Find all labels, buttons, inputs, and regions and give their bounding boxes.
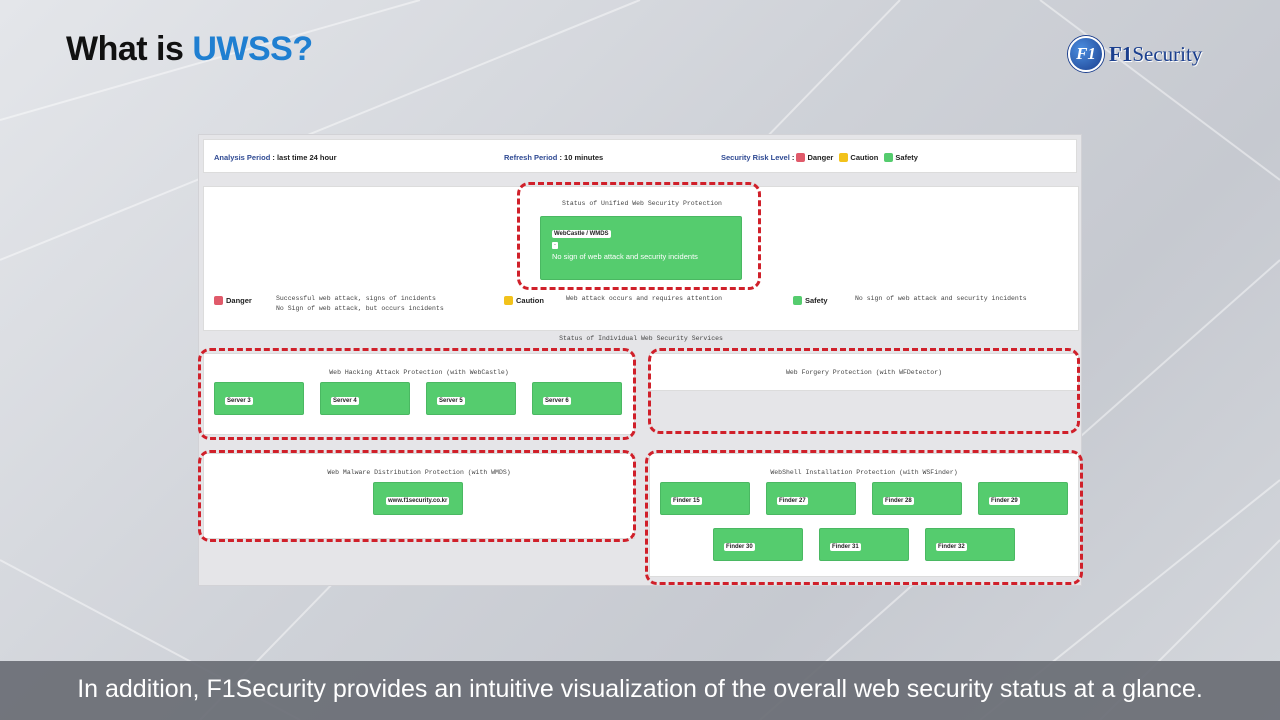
caution-level-swatch [504, 296, 513, 305]
danger-swatch [796, 153, 806, 162]
dashboard-topbar: Analysis Period : last time 24 hour Refr… [203, 139, 1077, 173]
card-tag: WebCastle / WMDS [552, 230, 611, 238]
card-description: No sign of web attack and security incid… [552, 252, 698, 261]
caption-bar: In addition, F1Security provides an intu… [0, 661, 1280, 720]
panel-web-hacking: Web Hacking Attack Protection (with WebC… [203, 353, 635, 435]
risk-legend: Security Risk Level : Danger Caution Saf… [721, 153, 918, 162]
panel-web-forgery: Web Forgery Protection (with WFDetector) [649, 353, 1079, 391]
panel-web-malware: Web Malware Distribution Protection (wit… [203, 453, 635, 539]
unified-status-card[interactable]: WebCastle / WMDS - No sign of web attack… [540, 216, 742, 280]
f1security-logo: F1 F1Security [1068, 36, 1202, 72]
server-card[interactable]: Server 4 [320, 382, 410, 415]
safety-level-swatch [793, 296, 802, 305]
logo-mark-icon: F1 [1068, 36, 1104, 72]
slide-title-accent: UWSS? [192, 30, 313, 68]
danger-level-swatch [214, 296, 223, 305]
safety-swatch [884, 153, 894, 162]
level-safety: Safety No sign of web attack and securit… [793, 294, 1027, 305]
slide-title: What is UWSS? [66, 30, 313, 68]
site-card[interactable]: www.f1security.co.kr [373, 482, 463, 515]
finder-card[interactable]: Finder 27 [766, 482, 856, 515]
dashboard-screenshot: Analysis Period : last time 24 hour Refr… [198, 134, 1083, 586]
unified-title: Status of Unified Web Security Protectio… [562, 200, 722, 207]
finder-card[interactable]: Finder 31 [819, 528, 909, 561]
finder-card[interactable]: Finder 28 [872, 482, 962, 515]
analysis-period: Analysis Period : last time 24 hour [214, 153, 337, 162]
card-chip: - [552, 242, 558, 249]
level-danger: Danger Successful web attack, signs of i… [214, 294, 444, 314]
caution-swatch [839, 153, 849, 162]
panel-webshell: WebShell Installation Protection (with W… [649, 453, 1079, 577]
server-card[interactable]: Server 5 [426, 382, 516, 415]
individual-services-title: Status of Individual Web Security Servic… [559, 335, 723, 342]
finder-card[interactable]: Finder 29 [978, 482, 1068, 515]
finder-card[interactable]: Finder 15 [660, 482, 750, 515]
level-caution: Caution Web attack occurs and requires a… [504, 294, 722, 305]
finder-card[interactable]: Finder 32 [925, 528, 1015, 561]
finder-card[interactable]: Finder 30 [713, 528, 803, 561]
unified-status-panel: Status of Unified Web Security Protectio… [203, 186, 1079, 331]
refresh-period: Refresh Period : 10 minutes [504, 153, 604, 162]
server-card[interactable]: Server 6 [532, 382, 622, 415]
logo-text: F1Security [1109, 41, 1203, 66]
server-card[interactable]: Server 3 [214, 382, 304, 415]
